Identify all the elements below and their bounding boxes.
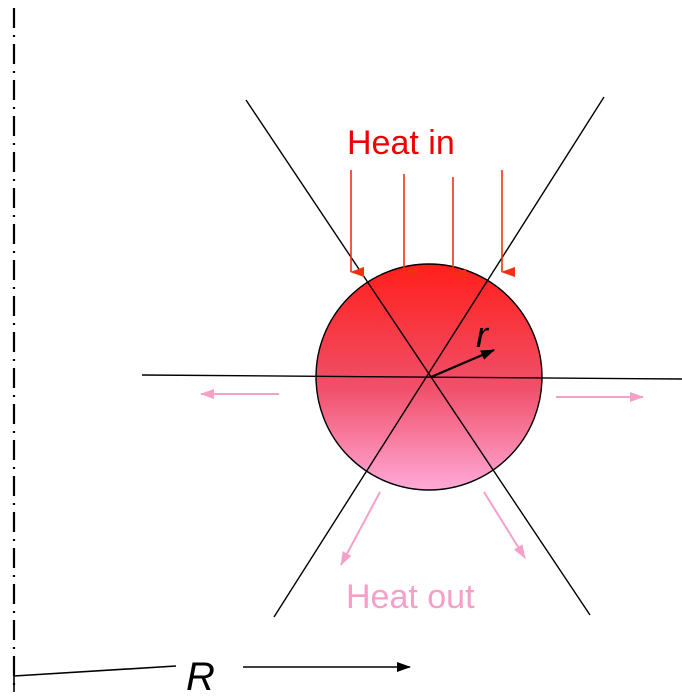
heat-in-arrows <box>350 170 515 279</box>
r-dimension-left-line <box>13 665 177 677</box>
radial-line-diagonal-2 <box>273 96 605 618</box>
radial-line-horizontal <box>141 374 682 380</box>
big-r-label: R <box>186 655 215 699</box>
small-r-label: r <box>476 314 490 355</box>
big-radius-dimension <box>13 660 411 692</box>
heat-out-arrows <box>200 389 644 566</box>
radius-r-arrow <box>430 348 495 379</box>
heat-in-label: Heat in <box>347 124 455 162</box>
heat-out-arrow-lower-left <box>340 491 381 566</box>
heat-out-arrow-lower-right <box>483 491 526 559</box>
radial-line-diagonal-1 <box>245 99 591 616</box>
heat-out-label: Heat out <box>346 578 475 616</box>
